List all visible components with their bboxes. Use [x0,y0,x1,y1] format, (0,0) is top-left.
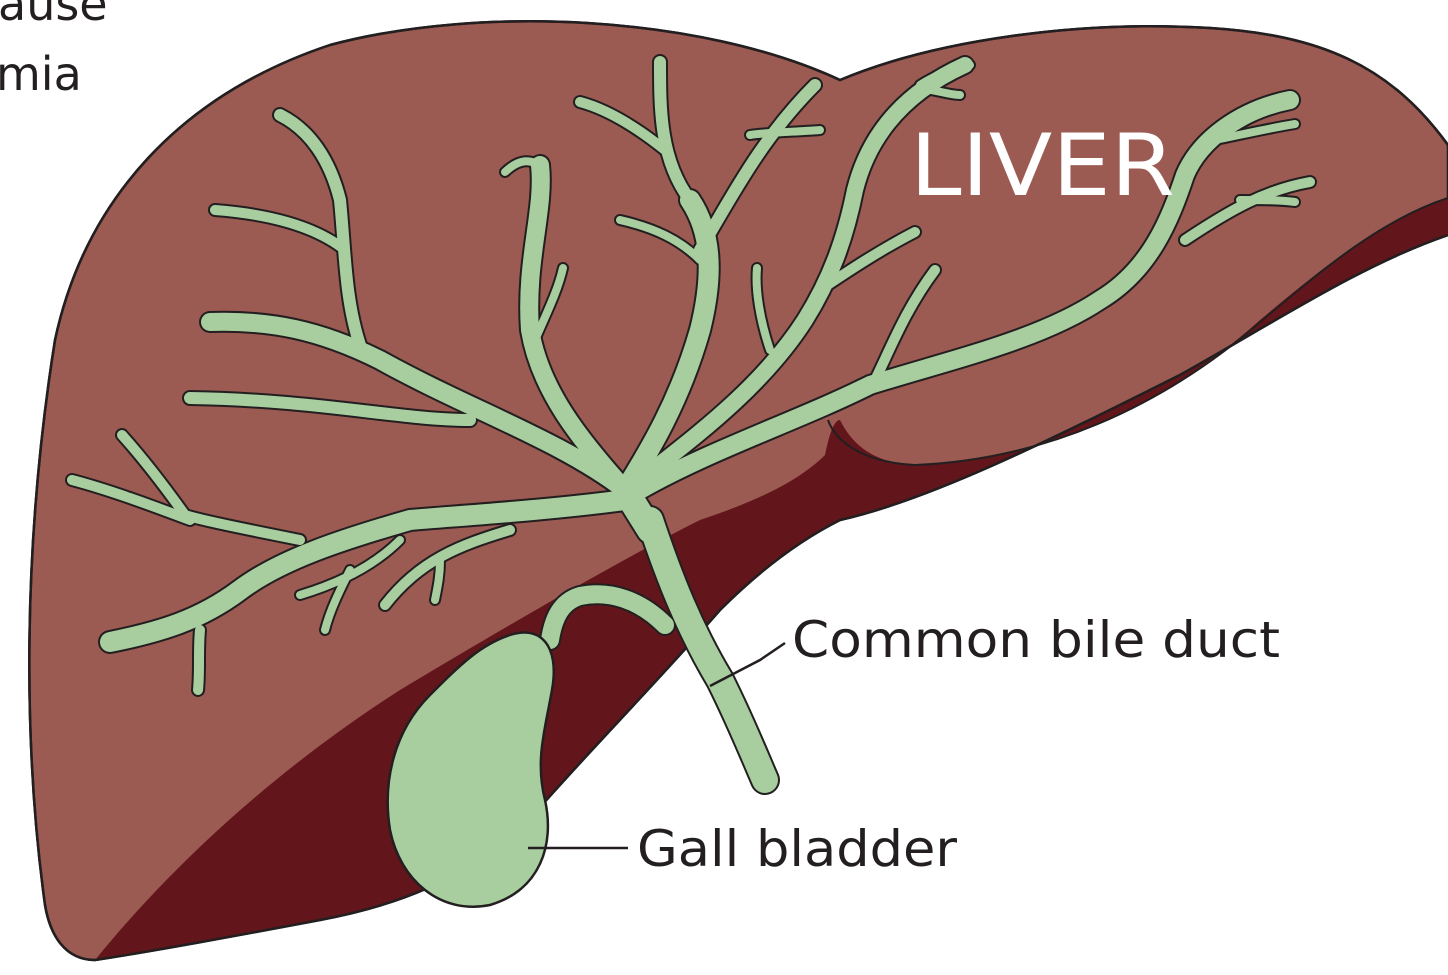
organ-title: LIVER [910,116,1175,216]
gall-bladder-label: Gall bladder [637,820,957,878]
common-bile-duct-label: Common bile duct [792,611,1280,669]
cropped-text-line-1: ause [0,0,108,31]
cropped-text-line-2: mia [0,47,82,101]
